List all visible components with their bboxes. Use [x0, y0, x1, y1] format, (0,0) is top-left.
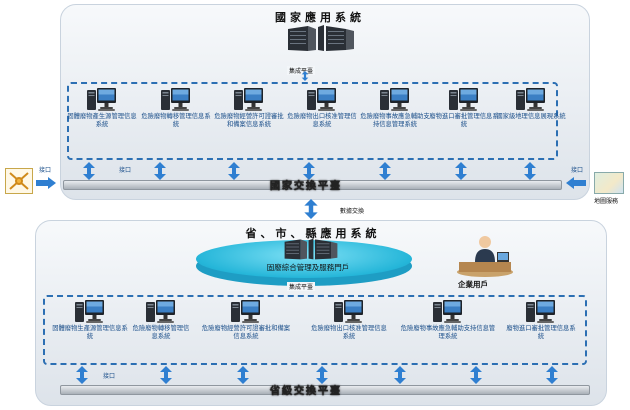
desktop-computer-icon: [526, 300, 556, 324]
left-arrow-icon: [566, 177, 586, 189]
right-arrow-icon: [36, 177, 56, 189]
desktop-computer-icon: [307, 88, 337, 112]
national-module-4[interactable]: 危險廢物出口核准管理信息系統: [286, 88, 358, 129]
provincial-module-4[interactable]: 危險廢物出口核准管理信息系統: [310, 300, 388, 341]
double-arrow-icon: [228, 162, 240, 180]
national-module-group: [67, 82, 558, 160]
module-label: 危險廢物出口核准管理信息系統: [311, 325, 387, 340]
national-bus-label: 國家交換平臺: [270, 181, 342, 192]
national-module-5[interactable]: 危險廢物事故應急輔助支持信息管理系統: [359, 88, 431, 129]
module-label: 廢物進口審批管理信息系統: [506, 325, 576, 340]
desktop-computer-icon: [87, 88, 117, 112]
desktop-computer-icon: [516, 88, 546, 112]
desktop-computer-icon: [231, 300, 261, 324]
double-arrow-icon: [299, 71, 311, 81]
double-arrow-icon: [394, 366, 406, 384]
national-group-label: 集成平臺: [287, 66, 316, 75]
module-label: 危險廢物事故應急輔助支持信息管理系統: [400, 325, 496, 340]
national-module-2[interactable]: 危險廢物轉移管理信息系統: [140, 88, 212, 129]
desktop-computer-icon: [334, 300, 364, 324]
double-arrow-icon: [154, 162, 166, 180]
module-label: 危險廢物轉移管理信息系統: [132, 325, 190, 340]
module-label: 固體廢物產生源管理信息系統: [67, 113, 137, 128]
national-module-3[interactable]: 危險廢物經營許可證審批和備案信息系統: [213, 88, 285, 129]
provincial-group-label: 集成平臺: [287, 282, 316, 291]
national-module-1[interactable]: 固體廢物產生源管理信息系統: [66, 88, 138, 129]
double-arrow-icon: [546, 366, 558, 384]
desktop-computer-icon: [161, 88, 191, 112]
provincial-bus-label: 省級交換平臺: [270, 386, 342, 397]
server-rack-icon: [283, 236, 339, 262]
module-label: 廢物進口審批管理信息系統: [429, 113, 499, 128]
desktop-computer-icon: [234, 88, 264, 112]
provincial-exchange-bus: [60, 385, 590, 395]
right-interface-label: 接口: [571, 167, 584, 174]
provincial-title: 省、市、縣應用系統: [245, 227, 381, 240]
desktop-computer-icon: [380, 88, 410, 112]
provincial-module-2[interactable]: 危險廢物轉移管理信息系統: [130, 300, 192, 341]
interface-label: 接口: [103, 373, 116, 380]
map-service-caption: 地圖服務: [594, 198, 619, 205]
double-arrow-icon: [76, 366, 88, 384]
module-label: 國家級地理信息展現系統: [496, 113, 566, 120]
double-arrow-icon: [470, 366, 482, 384]
left-interface-label: 接口: [39, 167, 52, 174]
national-title: 國家應用系統: [275, 11, 365, 24]
satellite-icon: [5, 168, 33, 194]
double-arrow-icon: [379, 162, 391, 180]
provincial-module-1[interactable]: 固體廢物生產源管理信息系統: [50, 300, 130, 341]
double-arrow-icon: [237, 366, 249, 384]
interface-label: 接口: [119, 167, 132, 174]
module-label: 危險廢物經營許可證審批和備案信息系統: [201, 325, 291, 340]
desktop-computer-icon: [449, 88, 479, 112]
desktop-computer-icon: [75, 300, 105, 324]
user-at-desk-icon: [455, 232, 515, 278]
desktop-computer-icon: [146, 300, 176, 324]
map-icon: [594, 172, 624, 194]
national-module-6[interactable]: 廢物進口審批管理信息系統: [428, 88, 500, 129]
national-module-7[interactable]: 國家級地理信息展現系統: [495, 88, 567, 121]
provincial-module-3[interactable]: 危險廢物經營許可證審批和備案信息系統: [200, 300, 292, 341]
double-arrow-icon: [524, 162, 536, 180]
module-label: 危險廢物經營許可證審批和備案信息系統: [214, 113, 284, 128]
module-label: 固體廢物生產源管理信息系統: [52, 325, 128, 340]
double-arrow-icon: [160, 366, 172, 384]
national-exchange-bus: [63, 180, 562, 190]
double-arrow-icon: [83, 162, 95, 180]
module-label: 危險廢物出口核准管理信息系統: [287, 113, 357, 128]
double-arrow-icon: [455, 162, 467, 180]
portal-label: 固廢綜合管理及服務門戶: [266, 263, 350, 272]
provincial-module-group: [43, 295, 587, 365]
provincial-module-6[interactable]: 廢物進口審批管理信息系統: [505, 300, 577, 341]
data-exchange-label: 數據交換: [340, 208, 365, 215]
module-label: 危險廢物事故應急輔助支持信息管理系統: [360, 113, 430, 128]
server-rack-icon: [286, 23, 356, 53]
provincial-module-5[interactable]: 危險廢物事故應急輔助支持信息管理系統: [400, 300, 496, 341]
desktop-computer-icon: [433, 300, 463, 324]
module-label: 危險廢物轉移管理信息系統: [141, 113, 211, 128]
enterprise-user-label: 企業用戶: [458, 280, 488, 289]
double-arrow-icon: [304, 199, 318, 219]
